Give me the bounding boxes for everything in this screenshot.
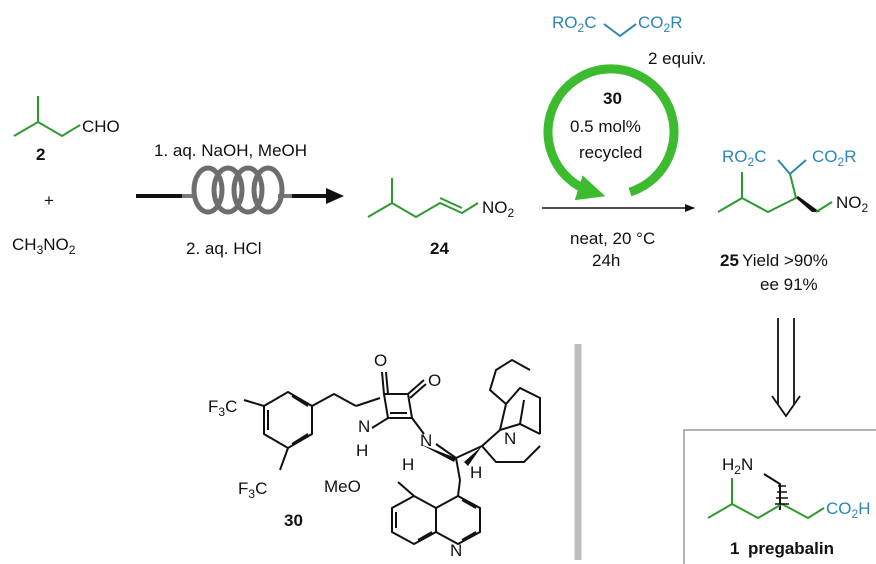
catalyst-status: recycled xyxy=(579,143,642,162)
product-ee: ee 91% xyxy=(760,275,818,294)
catalyst-h-left: H xyxy=(356,441,368,460)
catalyst-methoxy: MeO xyxy=(324,477,361,496)
catalyst-loop-id: 30 xyxy=(603,89,622,108)
malonate-equiv: 2 equiv. xyxy=(648,49,706,68)
plus-sign: + xyxy=(44,191,54,210)
pregabalin-amine: H2N xyxy=(722,455,753,477)
catalyst-quinuclidine-h: H xyxy=(470,463,482,482)
product-structure: RO2C CO2R NO2 25 Yield >90% ee 91% xyxy=(717,147,869,294)
aldehyde-id: 2 xyxy=(36,145,45,164)
step1-arrow: 1. aq. NaOH, MeOH 2. aq. HCl xyxy=(136,141,344,258)
catalyst-nh-left: N xyxy=(358,417,370,436)
malonate-left: RO2C xyxy=(552,13,596,35)
pregabalin-box: H2N CO2H 1 pregabalin xyxy=(683,429,876,564)
step2-condition-bottom: 24h xyxy=(592,251,620,270)
nitroalkene-structure: NO2 24 xyxy=(367,178,515,258)
malonate-reagent: RO2C CO2R 2 equiv. xyxy=(552,13,706,68)
catalyst-loading: 0.5 mol% xyxy=(570,117,641,136)
pregabalin-acid: CO2H xyxy=(826,499,870,521)
catalyst-cf3-bottom: F3C xyxy=(238,479,267,501)
step1-condition-top: 1. aq. NaOH, MeOH xyxy=(154,141,307,160)
nitroalkene-id: 24 xyxy=(430,239,449,258)
catalyst-cf3-top: F3C xyxy=(208,397,237,419)
catalyst-id: 30 xyxy=(284,511,303,530)
aldehyde-structure: CHO 2 xyxy=(13,96,120,164)
catalyst-h-right: H xyxy=(402,455,414,474)
product-ester-right: CO2R xyxy=(812,147,856,169)
step1-condition-bottom: 2. aq. HCl xyxy=(186,239,262,258)
catalyst-recycle-loop: 30 0.5 mol% recycled xyxy=(543,64,679,201)
catalyst-o-left: O xyxy=(374,351,387,370)
product-yield: Yield >90% xyxy=(742,251,828,270)
pregabalin-id: 1 xyxy=(730,539,739,558)
coil-reactor-icon xyxy=(182,165,292,215)
double-arrow xyxy=(771,318,801,418)
aldehyde-cho-label: CHO xyxy=(82,117,120,136)
catalyst-stereo-wedges xyxy=(420,444,482,466)
product-no2-label: NO2 xyxy=(836,193,869,215)
catalyst-nh-right: N xyxy=(420,431,432,450)
product-id: 25 xyxy=(720,251,739,270)
nitromethane-label: CH3NO2 xyxy=(12,235,76,257)
nitroalkene-no2-label: NO2 xyxy=(482,198,515,220)
catalyst-quinoline-n: N xyxy=(450,541,462,560)
catalyst-quinuclidine-n: N xyxy=(504,429,516,448)
pregabalin-name: pregabalin xyxy=(748,539,834,558)
catalyst-structure xyxy=(243,358,541,546)
malonate-right: CO2R xyxy=(638,13,682,35)
product-ester-left: RO2C xyxy=(722,147,766,169)
step2-condition-top: neat, 20 °C xyxy=(570,229,655,248)
catalyst-o-right: O xyxy=(428,371,441,390)
